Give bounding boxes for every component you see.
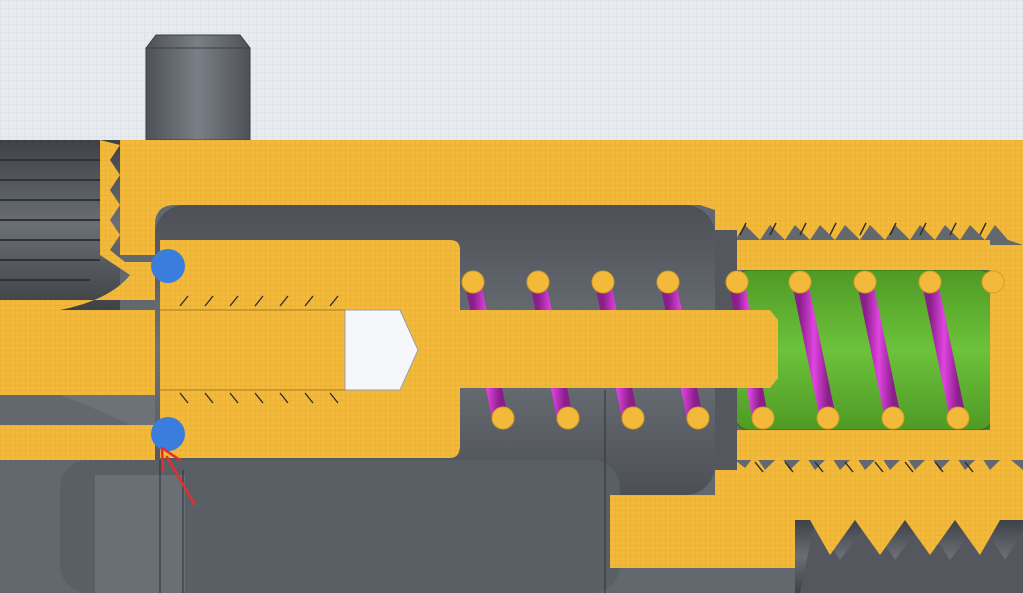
indicator-arrow (160, 446, 197, 507)
top-pin (145, 34, 251, 141)
threaded-rod (160, 240, 778, 458)
edge-lines (159, 390, 606, 593)
upper-contact-point[interactable] (151, 249, 185, 283)
lower-contact-point[interactable] (151, 417, 185, 451)
housing-section (0, 140, 1023, 593)
